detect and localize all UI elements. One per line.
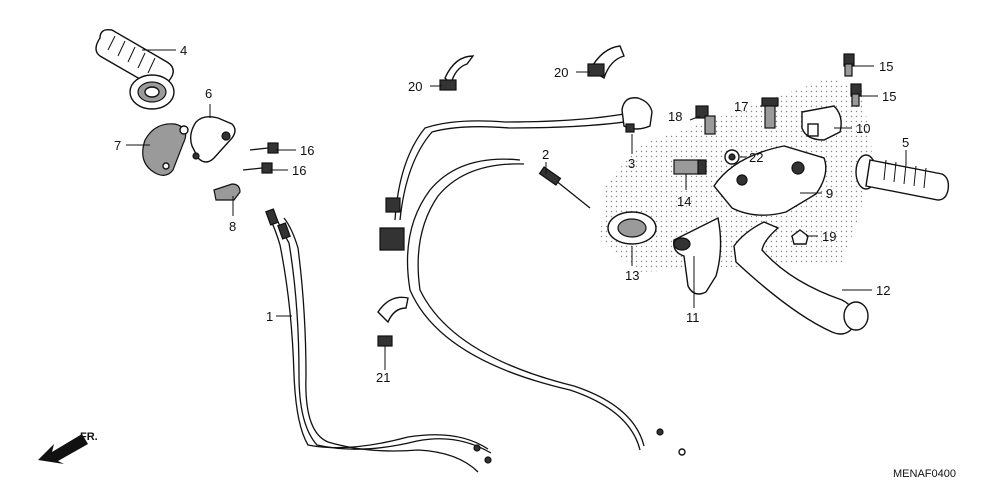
front-arrow-icon: FR.	[38, 431, 98, 464]
figure-code: MENAF0400	[893, 468, 956, 480]
lever-mount-11	[673, 216, 722, 295]
callout-20-left: 20	[408, 79, 422, 94]
throttle-housing-lower	[142, 123, 189, 176]
callout-14: 14	[677, 194, 691, 209]
callout-5: 5	[902, 135, 909, 150]
nut-19	[791, 229, 809, 245]
throttle-grip	[95, 28, 175, 110]
callout-15-lower: 15	[882, 89, 896, 104]
callout-9: 9	[826, 186, 833, 201]
cable-guide	[213, 183, 241, 201]
callouts: 4 6 7 16 16 8 1 20 20 21 2 3 13 18 14 17…	[114, 43, 909, 385]
throttle-housing-upper	[189, 115, 236, 163]
switch-harness	[379, 111, 639, 251]
cable-band-lower	[377, 296, 409, 347]
throttle-screw-upper	[249, 142, 279, 154]
adjuster-14	[673, 159, 707, 175]
nut-22	[724, 149, 740, 165]
left-grip	[855, 154, 950, 201]
callout-11: 11	[686, 310, 700, 325]
bolt-18	[695, 105, 716, 135]
throttle-screw-lower	[242, 162, 273, 174]
lever-bracket	[713, 145, 827, 216]
clutch-cable	[406, 158, 686, 456]
callout-16-lower: 16	[292, 163, 306, 178]
callout-1: 1	[266, 309, 273, 324]
callout-12: 12	[876, 283, 890, 298]
engine-stop-switch	[621, 97, 653, 133]
callout-17: 17	[734, 99, 748, 114]
cable-band-right	[587, 45, 625, 80]
callout-21: 21	[376, 370, 390, 385]
callout-7: 7	[114, 138, 121, 153]
callout-18: 18	[668, 109, 682, 124]
callout-6: 6	[205, 86, 212, 101]
callout-22: 22	[749, 150, 763, 165]
callout-16-upper: 16	[300, 143, 314, 158]
callout-19: 19	[822, 229, 836, 244]
cable-band-upper	[439, 55, 475, 91]
callout-3: 3	[628, 156, 635, 171]
leader-lines	[126, 49, 907, 370]
pivot-bolt	[761, 97, 779, 129]
bolt-15-upper	[843, 53, 855, 77]
bolt-15-lower	[850, 83, 862, 107]
callout-8: 8	[229, 219, 236, 234]
throttle-cable	[265, 208, 492, 473]
callout-2: 2	[542, 147, 549, 162]
callout-20-right: 20	[554, 65, 568, 80]
front-direction-label: FR.	[80, 431, 98, 443]
clutch-adjuster	[607, 211, 657, 245]
callout-15-upper: 15	[879, 59, 893, 74]
clutch-lever	[733, 221, 869, 335]
lever-holder-cover	[801, 105, 842, 141]
callout-10: 10	[856, 121, 870, 136]
callout-13: 13	[625, 268, 639, 283]
callout-4: 4	[180, 43, 187, 58]
